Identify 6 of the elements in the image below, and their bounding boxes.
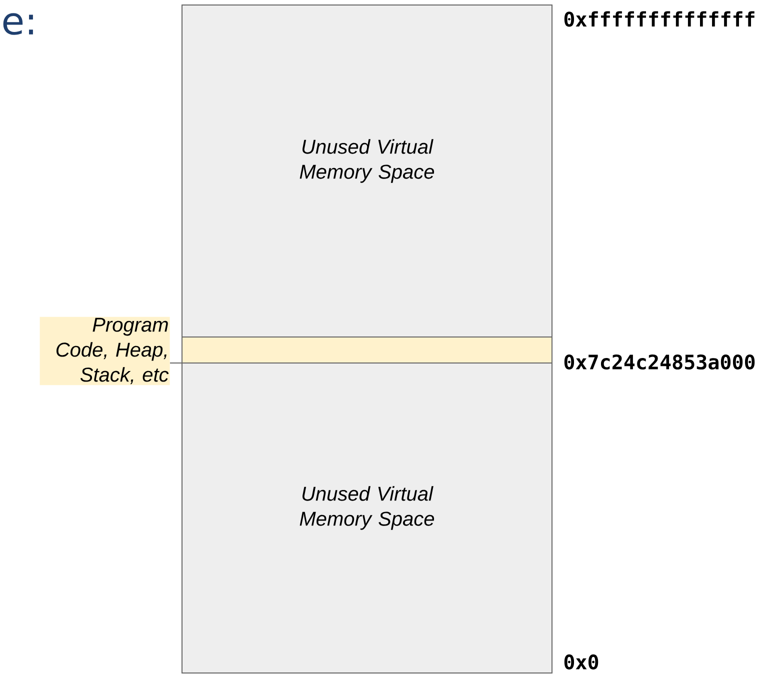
page-title-fragment: e:: [3, 13, 33, 35]
address-label: 0x7c24c24853a000: [564, 354, 755, 370]
memory-band: [170, 336, 552, 364]
region-caption: Program Code, Heap, Stack, etc: [40, 316, 170, 386]
memory-region: Unused Virtual Memory Space: [182, 362, 552, 674]
memory-region: Unused Virtual Memory Space: [182, 4, 552, 338]
